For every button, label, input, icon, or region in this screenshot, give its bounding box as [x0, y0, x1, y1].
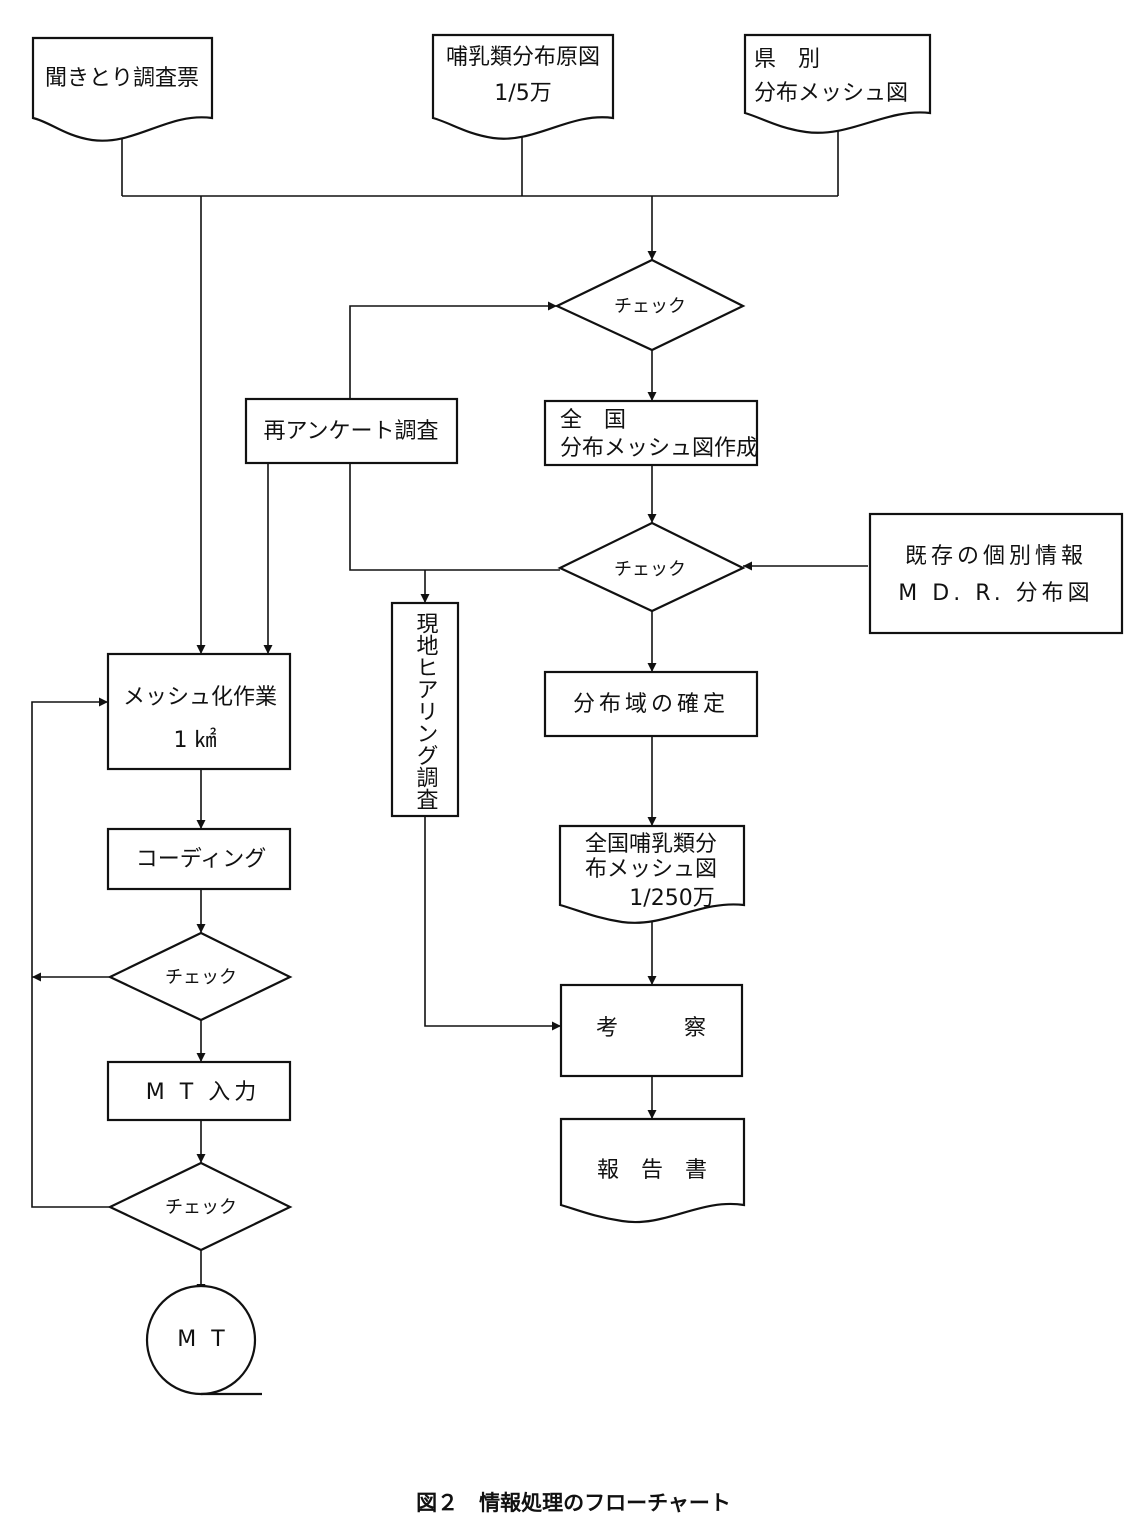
diamond-shape — [107, 1161, 293, 1252]
terminal-mt: M T — [145, 1284, 262, 1396]
check-l2-label: チェック — [165, 1197, 237, 1218]
process-box — [106, 652, 292, 771]
check-mid-label: チェック — [614, 559, 686, 580]
bunpu-kakutei-label: 分布域の確定 — [573, 692, 729, 717]
coding-label: コーディング — [136, 847, 266, 872]
kizon-label-line2: M D. R. 分布図 — [898, 581, 1093, 606]
process-kizon: 既存の個別情報 M D. R. 分布図 — [868, 512, 1124, 635]
decision-check-l2: チェック — [107, 1161, 293, 1252]
process-coding: コーディング — [106, 827, 292, 891]
doc-zenkoku-mammal-node: 全国哺乳類分 布メッシュ図 1/250万 — [558, 824, 746, 924]
genzu-label-line1: 哺乳類分布原図 — [446, 45, 600, 70]
genchi-label: 現地ヒアリング調査 — [413, 612, 439, 810]
mesh-label-line1: メッシュ化作業 — [123, 685, 277, 710]
process-box — [106, 827, 292, 891]
decision-check-top: チェック — [554, 258, 746, 352]
process-box — [244, 397, 459, 465]
doc-kenbetsu-node: 県 別 分布メッシュ図 — [743, 33, 932, 134]
doc-genzu-node: 哺乳類分布原図 1/5万 — [431, 33, 615, 140]
doc-houkokusho-node: 報 告 書 — [559, 1117, 746, 1224]
process-box — [543, 670, 759, 738]
process-box — [559, 983, 744, 1078]
diamond-shape — [554, 258, 746, 352]
figure-caption: 図２ 情報処理のフローチャート — [416, 1491, 731, 1515]
process-zenkoku: 全 国 分布メッシュ図作成 — [543, 399, 759, 467]
zenkoku-label-line2: 分布メッシュ図作成 — [560, 436, 758, 461]
document-shape — [431, 33, 615, 140]
process-box — [543, 399, 759, 467]
document-shape — [31, 36, 214, 142]
decision-check-mid: チェック — [557, 521, 746, 613]
process-reanquete: 再アンケート調査 — [244, 397, 459, 465]
edge-reanquete-to-check-top — [349, 301, 557, 399]
zenkoku-mammal-label-line2: 布メッシュ図 — [585, 857, 717, 882]
process-box — [106, 1060, 292, 1122]
diamond-shape — [107, 931, 293, 1022]
document-shape — [558, 824, 746, 924]
process-box — [390, 601, 460, 818]
connectors — [31, 123, 868, 1293]
process-bunpu-kakutei: 分布域の確定 — [543, 670, 759, 738]
mt-input-label: M T 入力 — [146, 1080, 260, 1105]
zenkoku-mammal-label-line3: 1/250万 — [629, 886, 714, 911]
genzu-label-line2: 1/5万 — [494, 81, 551, 106]
document-shape — [559, 1117, 746, 1224]
kizon-label-line1: 既存の個別情報 — [905, 544, 1087, 569]
houkokusho-label: 報 告 書 — [597, 1158, 707, 1183]
edge-check-mid-to-reanquete — [349, 463, 560, 571]
edge-genchi-to-kousatsu — [424, 816, 561, 1031]
process-genchi: 現地ヒアリング調査 — [390, 601, 460, 818]
check-top-label: チェック — [614, 296, 686, 317]
flowchart: 聞きとり調査票 哺乳類分布原図 1/5万 県 別 分布メッシュ図 チェック チェ… — [31, 33, 1124, 1396]
mesh-label-line2: 1 ㎢ — [174, 727, 217, 753]
process-mesh: メッシュ化作業 1 ㎢ — [106, 652, 292, 771]
diamond-shape — [557, 521, 746, 613]
mt-label: M T — [177, 1327, 228, 1352]
kikitori-label: 聞きとり調査票 — [45, 66, 199, 91]
zenkoku-mammal-label-line1: 全国哺乳類分 — [585, 832, 717, 857]
kenbetsu-label-line1: 県 別 — [754, 47, 820, 72]
process-kousatsu: 考 察 — [559, 983, 744, 1078]
check-l1-label: チェック — [165, 967, 237, 988]
zenkoku-label-line1: 全 国 — [560, 408, 626, 433]
decision-check-l1: チェック — [107, 931, 293, 1022]
document-shape — [743, 33, 932, 134]
kenbetsu-label-line2: 分布メッシュ図 — [754, 81, 908, 106]
doc-kikitori-node: 聞きとり調査票 — [31, 36, 214, 142]
kousatsu-label: 考 察 — [596, 1016, 706, 1041]
reanquete-label: 再アンケート調査 — [263, 419, 438, 444]
process-mt-input: M T 入力 — [106, 1060, 292, 1122]
process-box — [868, 512, 1124, 635]
edge-check-l2-loop-to-mesh — [31, 697, 110, 1208]
